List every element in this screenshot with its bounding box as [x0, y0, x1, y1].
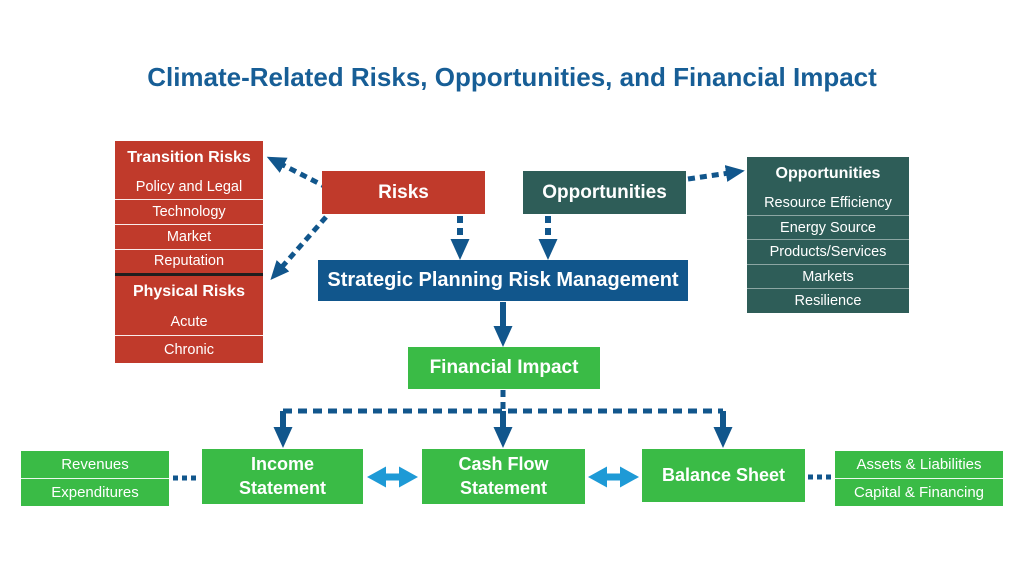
transition-risk-item: Policy and Legal — [135, 179, 243, 196]
balance-detail-item: Assets & Liabilities — [856, 456, 982, 473]
opportunities-detail-box: Opportunities Resource Efficiency Energy… — [747, 157, 909, 313]
opportunity-item: Products/Services — [747, 239, 909, 264]
arrow-opportunities-to-detail — [687, 165, 745, 182]
opportunities-detail-header: Opportunities — [775, 165, 881, 183]
arrow-risks-to-transition-risks — [266, 156, 330, 191]
transition-risk-item: Market — [115, 223, 263, 249]
financial-impact-box: Financial Impact — [408, 347, 600, 389]
income-statement-line1: Income — [250, 454, 315, 475]
opportunity-item: Markets — [747, 263, 909, 289]
diagram-title: Climate-Related Risks, Opportunities, an… — [147, 62, 877, 92]
revenues-expenditures-box: Revenues Expenditures — [21, 451, 169, 506]
cash-flow-statement-box: Cash Flow Statement — [422, 449, 585, 504]
opportunity-item: Resource Efficiency — [764, 195, 892, 212]
assets-financing-box: Assets & Liabilities Capital & Financing — [835, 451, 1003, 506]
physical-risk-item: Acute — [170, 314, 208, 331]
opportunities-box: Opportunities — [523, 171, 686, 214]
income-statement-box: Income Statement — [202, 449, 363, 504]
physical-risks-header: Physical Risks — [132, 283, 246, 301]
balance-sheet-box: Balance Sheet — [642, 449, 805, 502]
income-statement-line2: Statement — [238, 477, 327, 498]
opportunity-item: Resilience — [747, 288, 909, 313]
transition-risk-item: Technology — [115, 199, 263, 224]
income-detail-item: Revenues — [61, 456, 129, 473]
transition-risk-item: Reputation — [115, 248, 263, 274]
transition-risks-header: Transition Risks — [127, 149, 251, 167]
cash-flow-statement-line1: Cash Flow — [458, 454, 549, 475]
opportunity-item: Energy Source — [747, 214, 909, 240]
cash-flow-statement-line2: Statement — [459, 477, 547, 498]
strategic-planning-box: Strategic Planning Risk Management — [318, 260, 688, 301]
risks-section-divider — [115, 273, 263, 277]
physical-risk-item: Chronic — [115, 335, 263, 363]
balance-detail-item: Capital & Financing — [835, 478, 1003, 506]
income-detail-item: Expenditures — [21, 478, 169, 506]
risks-box: Risks — [322, 171, 485, 214]
transition-physical-risks-box: Transition Risks Policy and Legal Techno… — [115, 141, 263, 363]
